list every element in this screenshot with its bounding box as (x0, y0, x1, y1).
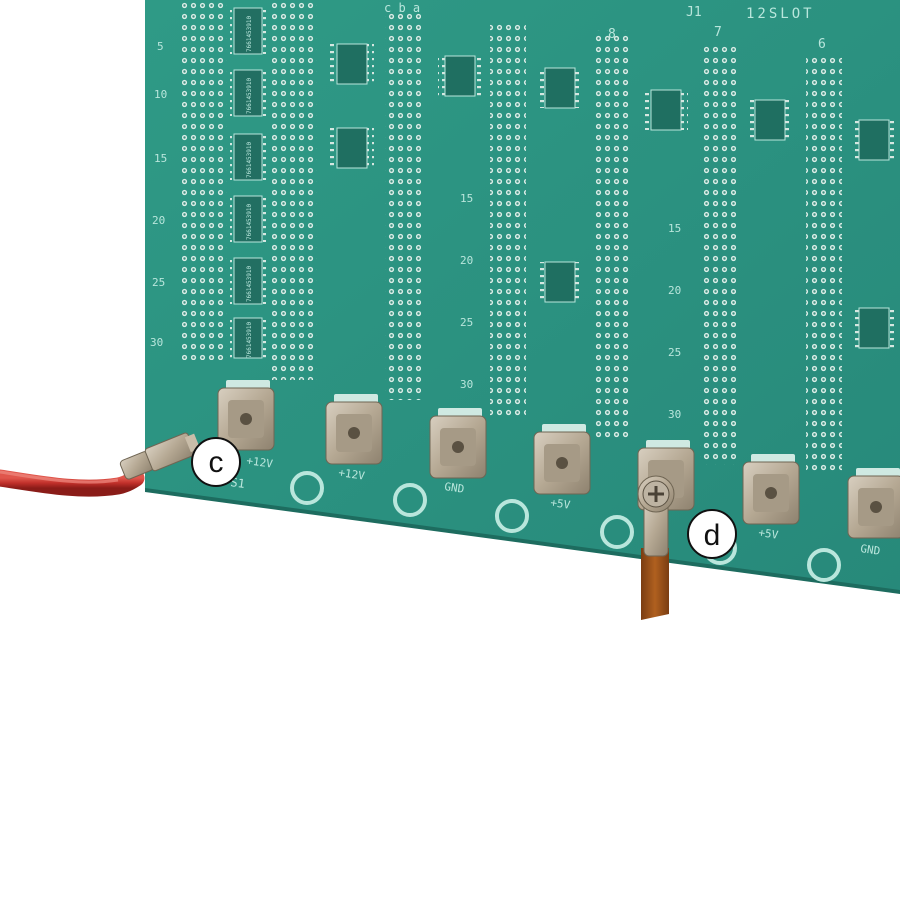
brown-wire-assembly (637, 475, 675, 626)
row-number: 10 (154, 88, 167, 101)
callout-c-label: c (209, 446, 224, 479)
ic-chip: 7661453910 (230, 317, 266, 359)
chip-marking: 7661453910 (246, 265, 253, 302)
screw-terminal (847, 468, 900, 539)
mounting-hole (495, 499, 529, 533)
ic-chip (644, 89, 688, 131)
callout-d: d (687, 509, 737, 559)
terminal-label: +12V (246, 454, 274, 471)
ic-chip (538, 261, 582, 303)
ic-chip (330, 127, 374, 169)
hole-column (490, 20, 526, 420)
row-number: 5 (157, 40, 164, 53)
chip-marking: 7661453910 (246, 321, 253, 358)
mounting-hole (290, 471, 324, 505)
row-number: 15 (460, 192, 473, 205)
chip-marking: 7661453910 (246, 15, 253, 52)
row-number-column: 5 10 15 20 25 30 (150, 40, 167, 349)
ic-chip (852, 119, 896, 161)
row-number: 25 (152, 276, 165, 289)
screw-terminal (742, 454, 800, 525)
ic-chip: 7661453910 (230, 257, 266, 305)
slot-hole-columns (182, 0, 842, 475)
pcb-bottom-edge (145, 488, 900, 594)
row-number: 25 (668, 346, 681, 359)
cross-slot (648, 486, 664, 502)
callout-c: c (191, 437, 241, 487)
screw-terminal (217, 380, 275, 451)
row-number: 15 (668, 222, 681, 235)
blade-connector (119, 432, 201, 480)
brown-wire (641, 548, 669, 624)
ic-chip: 7661453910 (230, 69, 266, 117)
hole-column (700, 45, 736, 465)
terminal-label: GND (444, 480, 465, 496)
chip-marking: 7661453910 (246, 141, 253, 178)
row-number: 30 (460, 378, 473, 391)
row-number: 25 (460, 316, 473, 329)
slot-number: 6 (818, 37, 826, 52)
hole-column (595, 30, 631, 440)
chip-column: 7661453910 7661453910 7661453910 7661453… (230, 7, 266, 359)
callout-d-label: d (704, 519, 721, 552)
row-number: 20 (152, 214, 165, 227)
row-number-mid: 15 20 25 30 15 20 25 30 (460, 192, 681, 421)
mounting-hole (393, 483, 427, 517)
ic-chip (330, 43, 374, 85)
slot-chips (330, 43, 896, 349)
red-wire (0, 469, 145, 497)
hole-column (806, 55, 842, 475)
ic-chip (748, 99, 792, 141)
ic-chip (538, 67, 582, 109)
terminal-label: +5V (758, 526, 780, 542)
hole-column (182, 0, 227, 360)
screw-terminal (429, 408, 487, 479)
terminal-label: +5V (550, 496, 572, 512)
row-number: 15 (154, 152, 167, 165)
terminal-label: GND (860, 542, 881, 558)
hole-column (385, 10, 421, 400)
screw-terminal (533, 424, 591, 495)
terminal-label: +12V (338, 466, 366, 483)
mounting-hole (807, 548, 841, 582)
red-wire-assembly (0, 432, 201, 497)
ic-chip: 7661453910 (230, 133, 266, 181)
row-number: 30 (150, 336, 163, 349)
connector-id: J1 (686, 5, 702, 20)
ic-chip (438, 55, 482, 97)
hole-column (272, 0, 317, 380)
screw-terminal (325, 394, 383, 465)
ic-chip (852, 307, 896, 349)
row-number: 30 (668, 408, 681, 421)
screw-terminals: +12V +12V GND +5V (217, 380, 900, 558)
chip-marking: 7661453910 (246, 77, 253, 114)
chip-marking: 7661453910 (246, 203, 253, 240)
board-title: 12SLOT (746, 6, 815, 22)
slot-number: 7 (714, 25, 722, 40)
mounting-hole (600, 515, 634, 549)
ic-chip: 7661453910 (230, 195, 266, 243)
ic-chip: 7661453910 (230, 7, 266, 55)
row-number: 20 (668, 284, 681, 297)
row-number: 20 (460, 254, 473, 267)
